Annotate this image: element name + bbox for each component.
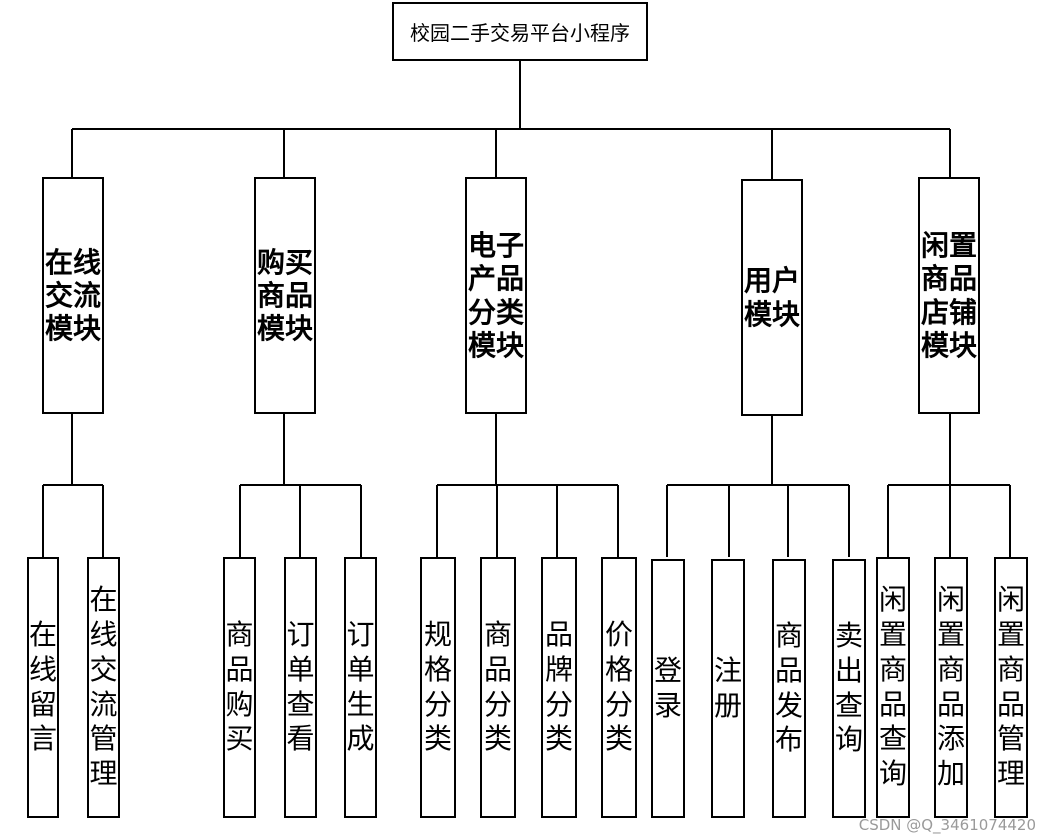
leaf-label: 商品分类 [484, 618, 513, 756]
module-label: 在线 交流 模块 [44, 245, 101, 346]
leaf-label: 闲置商品添加 [937, 583, 966, 790]
leaf-label: 订单生成 [346, 618, 375, 756]
leaf-label: 商品发布 [775, 619, 804, 757]
module-node-electronics-category: 电子 产品 分类 模块 [465, 177, 527, 414]
leaf-node: 订单生成 [344, 557, 377, 818]
leaf-label: 登录 [654, 653, 683, 722]
leaf-node: 品牌分类 [541, 557, 577, 818]
module-node-user: 用户 模块 [741, 179, 803, 416]
leaf-label: 在线留言 [29, 618, 58, 756]
leaf-node: 注册 [711, 559, 745, 818]
module-label: 用户 模块 [743, 264, 800, 331]
leaf-label: 价格分类 [605, 618, 634, 756]
leaf-node: 闲置商品查询 [876, 557, 910, 818]
leaf-label: 卖出查询 [835, 619, 864, 757]
leaf-node: 闲置商品管理 [994, 557, 1028, 818]
leaf-label: 品牌分类 [545, 618, 574, 756]
watermark: CSDN @Q_3461074420 [858, 816, 1036, 834]
module-node-idle-shop: 闲置 商品 店铺 模块 [918, 177, 980, 414]
leaf-node: 价格分类 [601, 557, 637, 818]
root-label: 校园二手交易平台小程序 [410, 21, 630, 45]
leaf-node: 在线交流管理 [87, 557, 120, 818]
leaf-node: 商品分类 [480, 557, 516, 818]
leaf-node: 闲置商品添加 [934, 557, 968, 818]
root-node: 校园二手交易平台小程序 [392, 2, 648, 61]
leaf-node: 规格分类 [420, 557, 456, 818]
module-label: 购买 商品 模块 [256, 245, 313, 346]
leaf-label: 规格分类 [424, 618, 453, 756]
leaf-label: 订单查看 [286, 618, 315, 756]
leaf-label: 在线交流管理 [89, 583, 118, 790]
leaf-node: 订单查看 [284, 557, 317, 818]
leaf-label: 闲置商品查询 [879, 583, 908, 790]
module-node-online-chat: 在线 交流 模块 [42, 177, 104, 414]
leaf-label: 闲置商品管理 [997, 583, 1026, 790]
module-label: 电子 产品 分类 模块 [467, 229, 524, 362]
leaf-node: 在线留言 [27, 557, 59, 818]
leaf-node: 登录 [651, 559, 685, 818]
leaf-label: 商品购买 [225, 618, 254, 756]
leaf-node: 商品购买 [223, 557, 256, 818]
module-label: 闲置 商品 店铺 模块 [920, 229, 977, 362]
leaf-node: 卖出查询 [832, 559, 866, 818]
module-node-purchase: 购买 商品 模块 [254, 177, 316, 414]
leaf-label: 注册 [714, 653, 743, 722]
leaf-node: 商品发布 [772, 559, 806, 818]
